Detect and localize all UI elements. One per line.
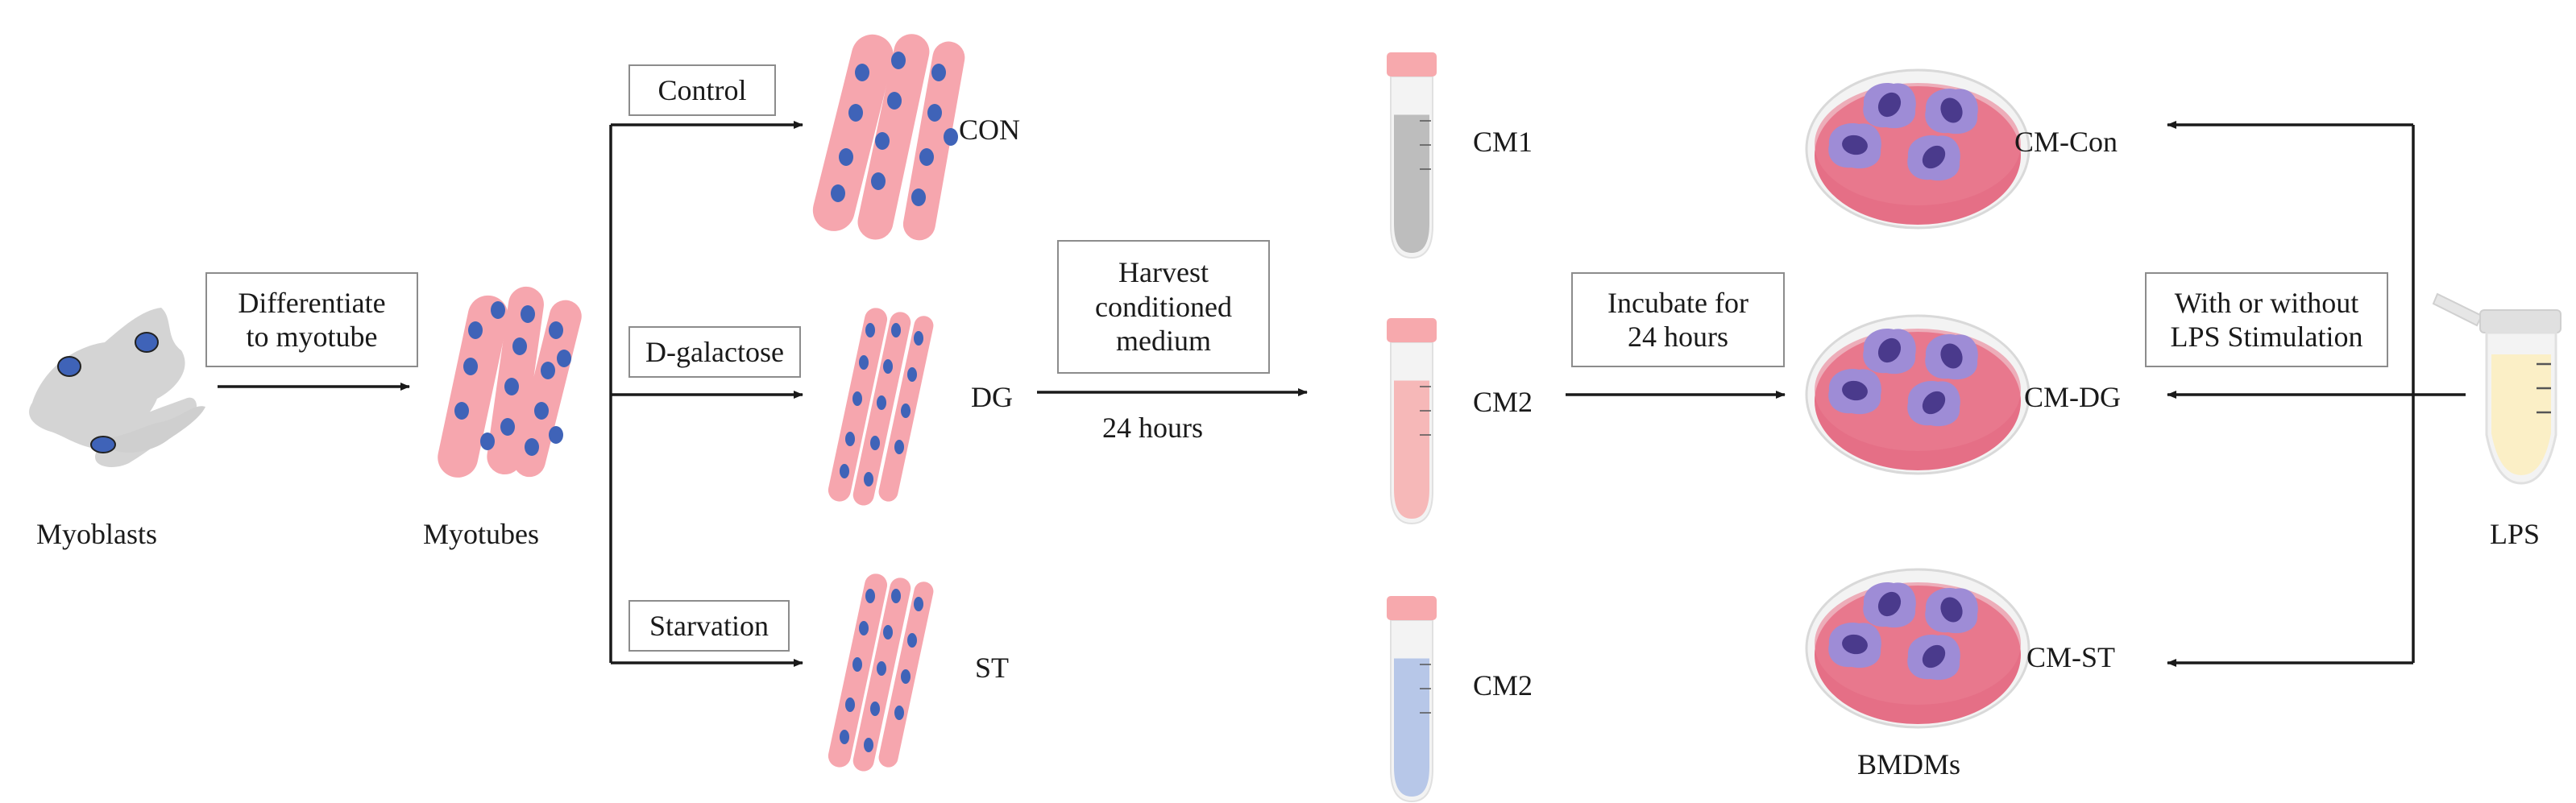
harvest-box: Harvest conditioned medium — [1057, 240, 1270, 374]
myotube-bundle — [438, 286, 582, 478]
incubate-box: Incubate for 24 hours — [1571, 272, 1785, 367]
dgal-label: D-galactose — [645, 335, 784, 368]
macrophage-cells — [1828, 582, 1978, 681]
dg-myotubes — [828, 308, 934, 506]
st-label: ST — [975, 652, 1010, 684]
cm-dg-label: CM-DG — [2024, 381, 2122, 413]
tube-cm1 — [1387, 52, 1437, 259]
starvation-label: Starvation — [649, 609, 769, 642]
dish-cm-st — [1805, 568, 2031, 729]
harvest-line-1: Harvest — [1118, 256, 1209, 289]
lps-stim-box: With or without LPS Stimulation — [2145, 272, 2388, 367]
differentiate-line-1: Differentiate — [238, 286, 386, 319]
differentiate-line-2: to myotube — [246, 321, 378, 353]
dish-cm-con — [1805, 68, 2031, 230]
cm2-dg-label: CM2 — [1473, 386, 1533, 418]
con-myotubes — [812, 34, 965, 241]
cm-st-label: CM-ST — [2026, 641, 2116, 673]
dgal-box: D-galactose — [628, 326, 801, 378]
macrophage-cells — [1828, 329, 1978, 427]
macrophage-cells — [1828, 83, 1978, 181]
connectors — [218, 121, 2466, 667]
st-myotubes — [828, 573, 934, 772]
cm1-label: CM1 — [1473, 126, 1533, 158]
cm-con-label: CM-Con — [2014, 126, 2118, 158]
lps-stim-line-1: With or without — [2174, 286, 2359, 319]
lps-stim-line-2: LPS Stimulation — [2170, 321, 2363, 353]
cm2-st-label: CM2 — [1473, 669, 1533, 702]
tube-cm2-st — [1387, 596, 1437, 803]
myotubes-label: Myotubes — [423, 518, 539, 550]
incubate-line-2: 24 hours — [1628, 321, 1728, 353]
myoblast-cells — [29, 308, 205, 467]
harvest-line-2: conditioned — [1095, 290, 1232, 323]
control-label: Control — [657, 73, 747, 106]
dg-label: DG — [971, 381, 1013, 413]
harvest-line-3: medium — [1116, 325, 1211, 358]
incubate-line-1: Incubate for — [1607, 286, 1748, 319]
myoblasts-label: Myoblasts — [36, 518, 158, 550]
differentiate-box: Differentiate to myotube — [205, 272, 418, 367]
lps-label: LPS — [2490, 518, 2541, 550]
control-box: Control — [628, 64, 776, 116]
bmdms-label: BMDMs — [1857, 748, 1961, 780]
dish-cm-dg — [1805, 314, 2031, 475]
starvation-box: Starvation — [628, 600, 790, 652]
hours24-label: 24 hours — [1102, 412, 1203, 444]
tube-cm2-dg — [1387, 318, 1437, 525]
con-label: CON — [959, 114, 1021, 146]
lps-tube — [2432, 292, 2561, 485]
